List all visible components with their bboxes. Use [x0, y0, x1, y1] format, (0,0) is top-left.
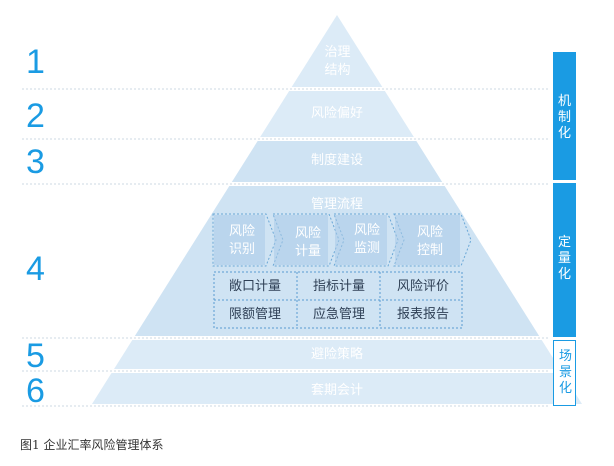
band-system-building: [231, 141, 443, 182]
band-risk-appetite: [260, 91, 414, 137]
chevron-shape-1: [212, 213, 277, 267]
level-number-6: 6: [26, 372, 45, 410]
band-hedging-strategy: [114, 340, 560, 369]
side-label-quantification: 定量化: [557, 235, 571, 282]
process-step-measure: 风险 计量: [294, 226, 321, 259]
band-label-system-building: 制度建设: [310, 153, 363, 168]
box-indicator-measurement: 指标计量: [312, 279, 365, 294]
side-label-scenario: 场景化: [558, 349, 572, 396]
process-step-monitor: 风险 监测: [353, 223, 380, 256]
band-governance: [291, 15, 383, 87]
box-limit-management: 限额管理: [228, 307, 281, 322]
side-bar-quantification: 定量化: [553, 183, 576, 337]
chevron-fill-2: [274, 215, 328, 265]
chevron-fill-3: [335, 215, 387, 265]
box-exposure-measurement: 敞口计量: [228, 279, 281, 294]
chevron-fill-4: [395, 215, 460, 265]
side-bar-scenario: 场景化: [553, 340, 576, 406]
level-number-2: 2: [26, 97, 45, 135]
chevron-fill-1: [214, 215, 265, 265]
band-label-risk-appetite: 风险偏好: [310, 106, 363, 121]
process-chevrons: [212, 213, 472, 267]
sub-box-grid: [213, 271, 463, 329]
figure-caption: 图1 企业汇率风险管理体系: [20, 438, 164, 452]
process-step-control: 风险 控制: [416, 225, 443, 258]
band-label-management-process: 管理流程: [310, 197, 363, 212]
chevron-shape-2: [272, 213, 340, 267]
band-hedge-accounting: [92, 373, 582, 404]
level-number-1: 1: [26, 43, 45, 81]
band-label-hedging-strategy: 避险策略: [310, 347, 363, 362]
band-label-hedge-accounting: 套期会计: [310, 383, 363, 398]
process-step-identify: 风险 识别: [228, 224, 255, 257]
level-number-3: 3: [26, 143, 45, 181]
box-emergency-management: 应急管理: [312, 307, 365, 322]
side-label-mechanization: 机制化: [557, 94, 571, 141]
level-number-5: 5: [26, 337, 45, 375]
band-label-governance: 治理 结构: [324, 45, 351, 78]
box-risk-evaluation: 风险评价: [396, 279, 449, 294]
level-number-4: 4: [26, 250, 45, 288]
side-bar-mechanization: 机制化: [553, 52, 576, 180]
box-report-reporting: 报表报告: [396, 307, 449, 322]
chevron-shape-3: [333, 213, 399, 267]
